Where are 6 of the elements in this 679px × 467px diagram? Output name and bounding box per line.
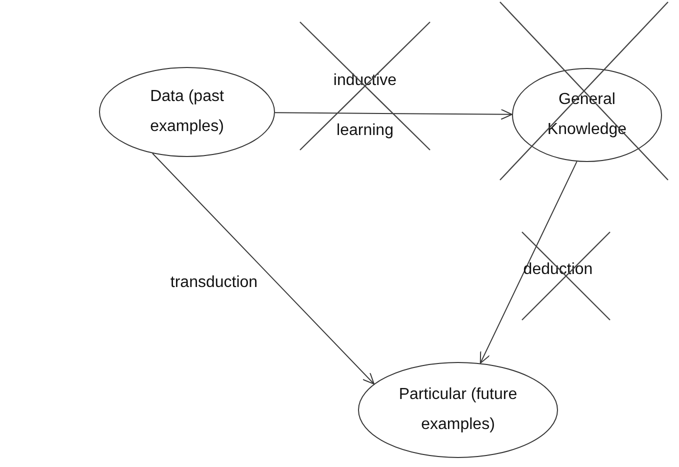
- arrow: [274, 108, 512, 120]
- node-label: Particular (future examples): [398, 385, 518, 435]
- arrow: [152, 152, 374, 384]
- node-label: Data (past examples): [149, 87, 225, 137]
- edge-label: transduction: [169, 273, 259, 293]
- arrow: [480, 161, 578, 364]
